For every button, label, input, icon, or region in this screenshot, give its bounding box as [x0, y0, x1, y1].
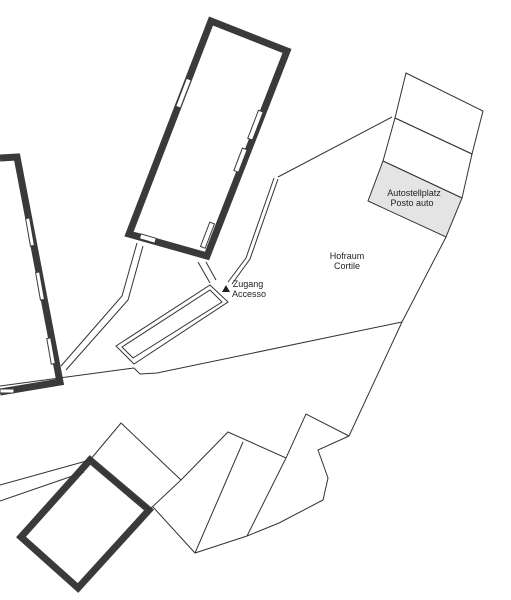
parking-label-line2: Posto auto	[390, 198, 433, 208]
left-window-3	[46, 337, 56, 365]
upper-building	[124, 16, 292, 261]
upper-window-2	[247, 109, 264, 141]
access-label-line1: Zugang	[233, 279, 264, 289]
left-window-1	[25, 217, 35, 247]
left-window-4	[0, 388, 15, 394]
access-ramp	[115, 284, 229, 365]
parking-label-line1: Autostellplatz	[387, 188, 441, 198]
upper-window-5	[138, 233, 157, 244]
courtyard-label-line1: Hofraum	[330, 251, 365, 261]
site-outlines	[0, 72, 484, 554]
lower-building	[16, 455, 155, 593]
parcel-top	[394, 72, 484, 155]
upper-window-3	[233, 147, 248, 173]
left-building	[0, 153, 65, 396]
upper-window-4	[199, 221, 216, 249]
left-window-2	[35, 271, 45, 301]
triangle-up-icon	[222, 285, 230, 292]
upper-window-1	[175, 77, 192, 109]
access-label-line2: Accesso	[232, 289, 266, 299]
courtyard-label-line2: Cortile	[334, 261, 360, 271]
